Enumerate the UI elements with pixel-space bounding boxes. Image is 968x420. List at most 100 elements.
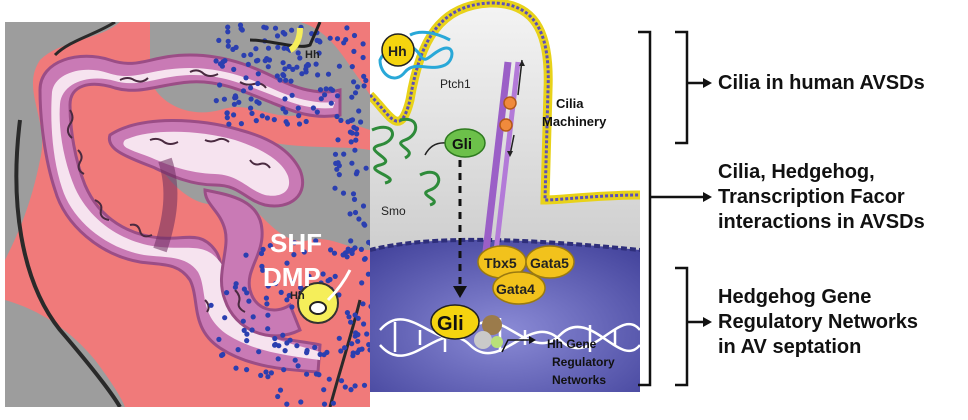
membrane-edge (249, 22, 322, 48)
signal-dot (253, 46, 259, 52)
signal-dot (244, 367, 250, 373)
signal-dot (255, 71, 261, 77)
signal-dot (317, 87, 324, 93)
signal-dot (244, 331, 250, 337)
signal-dot (348, 387, 354, 393)
signal-dot (324, 349, 330, 355)
signal-dot (363, 77, 369, 84)
transcription-arrow (501, 339, 530, 353)
hh-membrane-strip (288, 27, 303, 53)
signal-dot (236, 99, 242, 105)
signal-dot (305, 61, 311, 68)
signal-dot (361, 73, 367, 79)
tbx5-label: Tbx5 (484, 255, 517, 271)
signal-dot (243, 252, 249, 258)
gli-arrowhead (453, 286, 467, 298)
signal-dot (253, 118, 259, 124)
signal-dot (277, 387, 284, 393)
signal-dot (225, 24, 231, 30)
cilia-machinery-label-2: Machinery (542, 114, 607, 129)
signal-dot (240, 88, 247, 94)
signal-dot (338, 117, 344, 123)
signal-dot (231, 66, 237, 72)
signal-dot (244, 338, 250, 344)
signal-dot (368, 304, 370, 309)
signal-dot (334, 36, 341, 42)
signal-dot (353, 126, 360, 132)
signal-dot (354, 169, 360, 175)
signal-dot (249, 327, 255, 333)
signal-dot (260, 267, 266, 273)
signal-dot (283, 77, 289, 83)
signal-dot (356, 108, 362, 114)
hh-ligand (381, 33, 415, 67)
dmp-cell-nucleus (309, 301, 327, 315)
signal-dot (255, 57, 261, 63)
signal-dot (334, 93, 341, 99)
signal-dot (295, 105, 301, 111)
cell-signaling-panel: Hh Ptch1 Smo Gli Cilia Machinery Tbx5 Ga… (370, 0, 640, 392)
shf-label: SHF (270, 228, 322, 258)
signal-dot (241, 327, 247, 333)
signal-dot (336, 63, 342, 69)
signal-dot (290, 66, 296, 72)
signal-dot (303, 118, 309, 125)
gli-cytoplasm (444, 128, 486, 158)
signal-dot (238, 121, 244, 127)
signal-dot (362, 222, 368, 228)
lower-bracket (675, 266, 689, 387)
signal-dot (348, 117, 354, 124)
signal-dot (314, 109, 320, 115)
upper-bracket (675, 30, 689, 145)
signal-dot (280, 72, 286, 78)
signal-dot (349, 341, 355, 347)
ptch1-receptor (378, 42, 454, 80)
signal-dot (282, 66, 288, 72)
signal-dot (265, 283, 271, 289)
signal-dot (248, 96, 254, 102)
signal-dot (274, 33, 281, 39)
signal-dot (281, 367, 287, 373)
signal-dot (341, 40, 347, 46)
signal-dot (289, 27, 295, 33)
signal-dot (360, 41, 366, 47)
signal-dot (331, 250, 338, 256)
signal-dot (216, 37, 222, 44)
signal-dot (272, 335, 278, 342)
outline-right (328, 299, 362, 407)
signal-dot (338, 378, 345, 384)
signal-dot (363, 165, 369, 171)
signal-dot (292, 357, 298, 363)
signal-dot (317, 39, 323, 45)
signal-dot (306, 273, 312, 279)
tissue-lobe-lower (203, 188, 302, 338)
signal-dot (340, 252, 346, 258)
tissue-squiggles (66, 69, 271, 313)
signal-dot (291, 252, 297, 258)
signal-dot (349, 94, 355, 100)
arrow-1-head (703, 78, 712, 88)
smo-label: Smo (381, 204, 406, 218)
signal-dot (271, 117, 277, 123)
signal-dot (328, 247, 334, 253)
gli-nucleus-label: Gli (437, 313, 464, 335)
hh-ligand-label: Hh (388, 43, 407, 59)
signal-dot (288, 78, 294, 84)
ift-particle-1 (503, 96, 517, 110)
signal-dot (354, 131, 360, 137)
signal-dot (366, 342, 370, 348)
signal-dot (358, 246, 364, 252)
outline-left (14, 119, 122, 407)
signal-dot (283, 109, 289, 115)
signal-dot (352, 312, 358, 318)
signal-dot (208, 302, 214, 308)
embryo-section-panel: Hh SHF DMP Hh (5, 22, 370, 407)
signal-dot (332, 273, 338, 279)
signal-dot (289, 304, 295, 310)
signal-dot (348, 139, 354, 145)
signal-dot (216, 336, 222, 342)
signal-dot (344, 310, 350, 316)
signal-dot (353, 330, 359, 336)
ptch1-label: Ptch1 (440, 77, 471, 91)
signal-dot (355, 315, 361, 321)
